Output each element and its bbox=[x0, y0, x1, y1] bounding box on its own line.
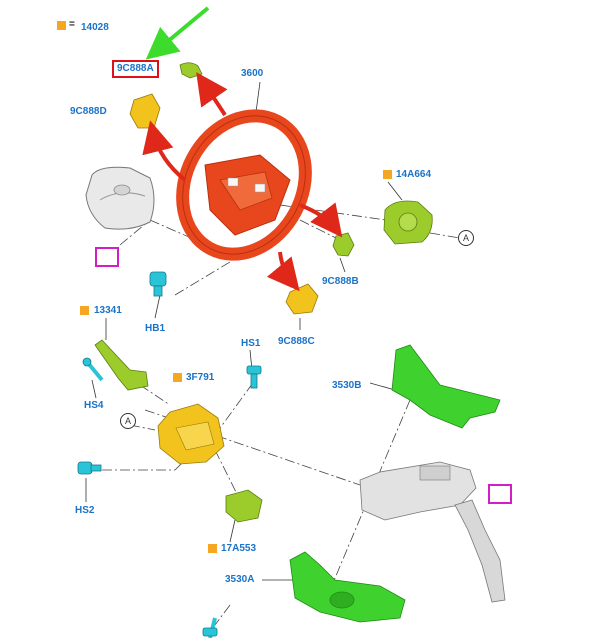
marker-14a664 bbox=[383, 170, 392, 179]
screw-hs1-icon[interactable] bbox=[246, 365, 262, 389]
marker-13341 bbox=[80, 306, 89, 315]
airbag-module-icon[interactable] bbox=[85, 166, 155, 230]
legend-marker bbox=[57, 21, 66, 30]
marker-17a553 bbox=[208, 544, 217, 553]
switch-assembly-3f791-icon[interactable] bbox=[157, 403, 225, 465]
clockspring-14a664-icon[interactable] bbox=[383, 200, 433, 245]
part-label-3f791[interactable]: 3F791 bbox=[186, 372, 215, 383]
part-label-3600[interactable]: 3600 bbox=[241, 68, 264, 79]
steering-column-icon[interactable] bbox=[359, 461, 506, 603]
part-label-hs1[interactable]: HS1 bbox=[241, 338, 261, 349]
stalk-13341-icon[interactable] bbox=[94, 339, 149, 391]
part-label-9c888d[interactable]: 9C888D bbox=[70, 106, 107, 117]
reference-a-right: A bbox=[458, 230, 474, 246]
switch-9c888c-icon[interactable] bbox=[285, 283, 319, 315]
green-pointer-arrow bbox=[145, 6, 210, 60]
legend-equals: = bbox=[69, 19, 75, 30]
part-label-9c888b[interactable]: 9C888B bbox=[322, 276, 359, 287]
module-17a553-icon[interactable] bbox=[225, 489, 263, 523]
part-label-14a664[interactable]: 14A664 bbox=[396, 169, 432, 180]
part-label-3530a[interactable]: 3530A bbox=[225, 574, 255, 585]
screw-bottom-icon[interactable] bbox=[202, 617, 218, 638]
switch-9c888b-icon[interactable] bbox=[332, 232, 355, 257]
part-label-9c888a[interactable]: 9C888A bbox=[112, 60, 159, 78]
external-link-icon[interactable] bbox=[95, 247, 119, 267]
part-label-3530b[interactable]: 3530B bbox=[332, 380, 362, 391]
screw-hs2-icon[interactable] bbox=[77, 461, 102, 475]
part-label-hs2[interactable]: HS2 bbox=[75, 505, 95, 516]
part-label-hb1[interactable]: HB1 bbox=[145, 323, 166, 334]
shroud-3530a-icon[interactable] bbox=[289, 551, 406, 623]
switch-9c888d-icon[interactable] bbox=[129, 93, 161, 129]
part-label-13341[interactable]: 13341 bbox=[94, 305, 122, 316]
external-link-icon[interactable] bbox=[488, 484, 512, 504]
legend-code: 14028 bbox=[81, 22, 109, 33]
reference-a-left: A bbox=[120, 413, 136, 429]
leader-lines bbox=[85, 81, 403, 581]
part-label-9c888c[interactable]: 9C888C bbox=[278, 336, 315, 347]
steering-wheel-icon[interactable] bbox=[159, 94, 329, 276]
bolt-hb1-icon[interactable] bbox=[149, 271, 167, 297]
shroud-3530b-icon[interactable] bbox=[391, 344, 501, 429]
part-label-17a553[interactable]: 17A553 bbox=[221, 543, 257, 554]
marker-3f791 bbox=[173, 373, 182, 382]
part-label-hs4[interactable]: HS4 bbox=[84, 400, 104, 411]
red-arrows bbox=[142, 72, 343, 292]
switch-9c888a-icon[interactable] bbox=[179, 62, 203, 79]
screw-hs4-icon[interactable] bbox=[82, 357, 104, 382]
